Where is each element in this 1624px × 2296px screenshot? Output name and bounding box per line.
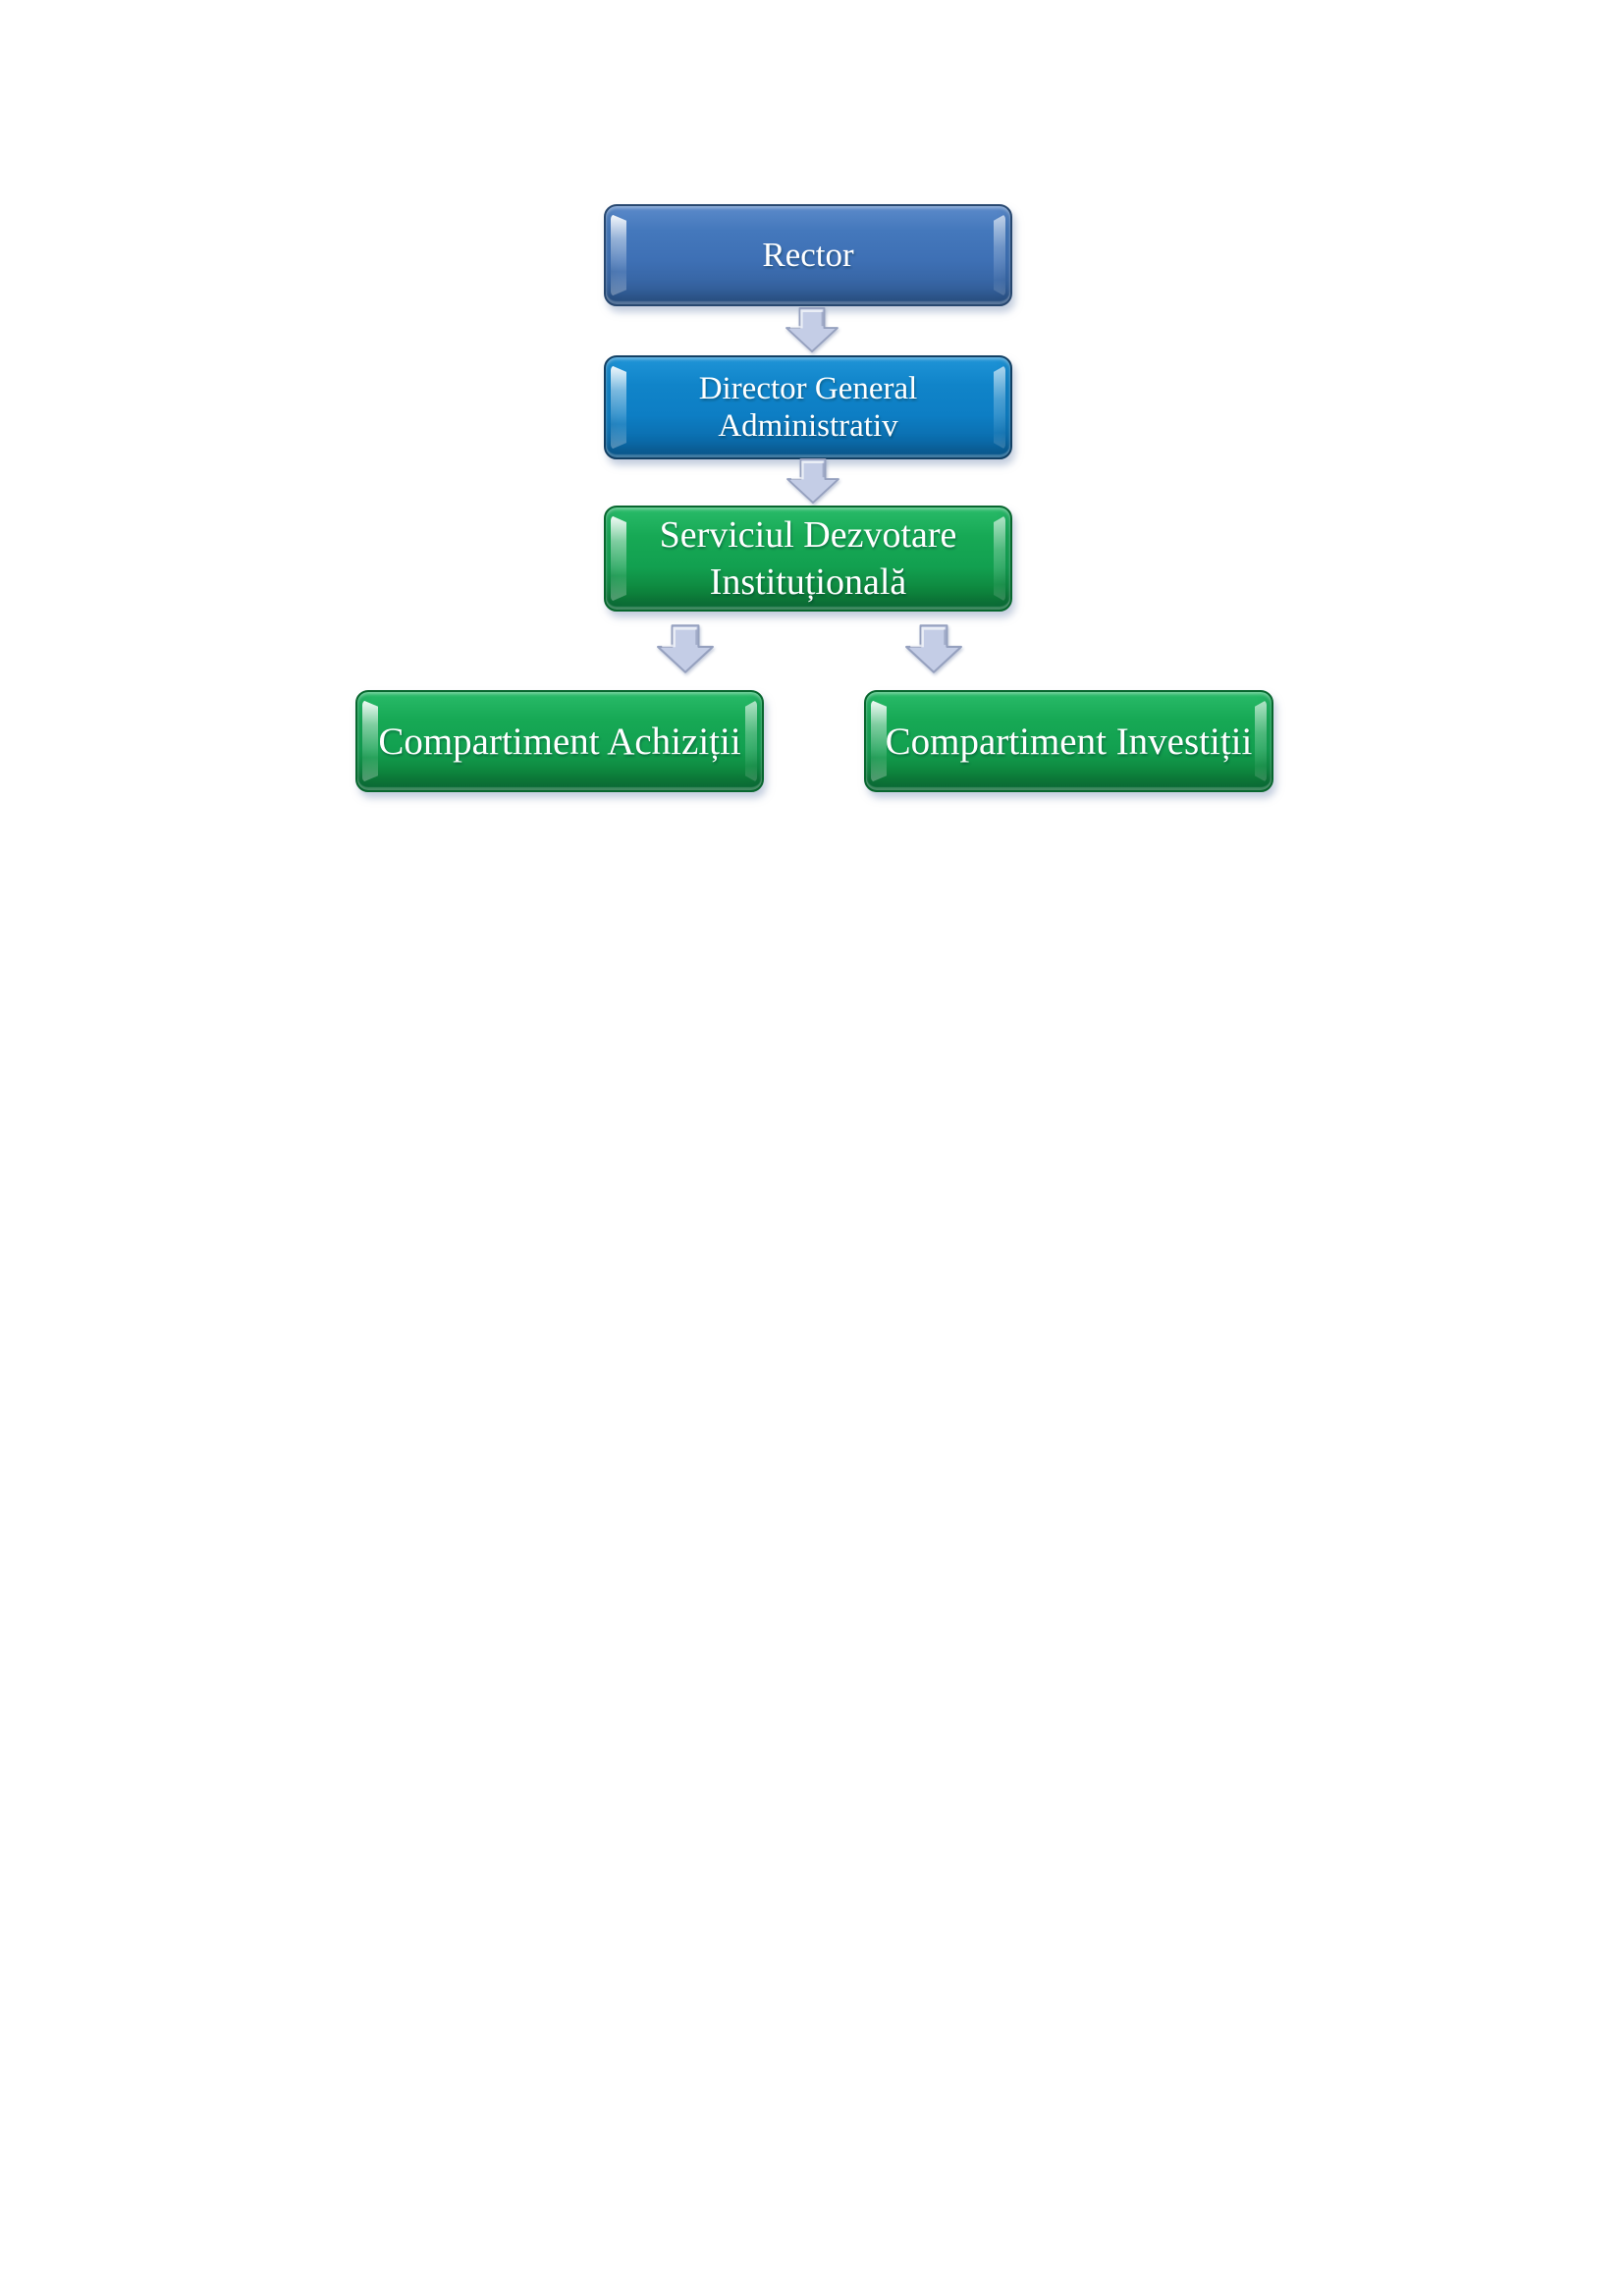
org-node-director-general-administrativ: Director General Administrativ — [604, 355, 1012, 459]
org-node-director-label-line2: Administrativ — [718, 408, 898, 444]
org-node-investitii-label: Compartiment Investiții — [885, 720, 1253, 763]
down-arrow-icon — [655, 622, 716, 675]
org-node-serviciul-dezvotare-institutionala: Serviciul Dezvotare Instituțională — [604, 506, 1012, 612]
org-node-rector: Rector — [604, 204, 1012, 306]
org-node-serviciul-label-line1: Serviciul Dezvotare — [659, 514, 957, 556]
org-node-rector-label: Rector — [762, 236, 854, 274]
down-arrow-icon — [784, 457, 842, 505]
org-node-serviciul-label-line2: Instituțională — [709, 561, 907, 603]
org-node-compartiment-investitii: Compartiment Investiții — [864, 690, 1273, 792]
org-node-compartiment-achizitii: Compartiment Achiziții — [355, 690, 764, 792]
org-node-achizitii-label: Compartiment Achiziții — [378, 720, 741, 763]
org-node-director-label-line1: Director General — [698, 371, 918, 406]
down-arrow-icon — [903, 622, 964, 675]
down-arrow-icon — [783, 306, 841, 353]
